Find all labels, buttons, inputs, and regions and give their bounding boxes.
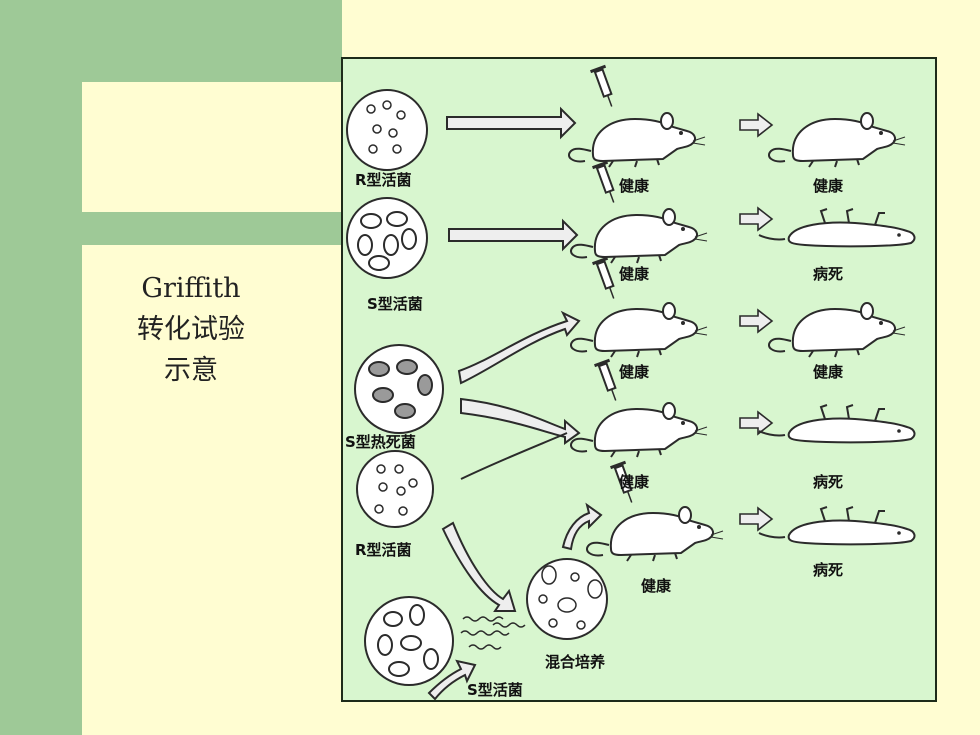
dish-r-live-1 — [346, 89, 428, 171]
title-line-1: Griffith — [141, 273, 241, 304]
experiment-diagram: R型活菌 健康 健康 S型活菌 健康 病死 健康 健康 S型热死菌 健康 病死 … — [341, 57, 937, 702]
top-accent-band — [82, 0, 342, 82]
title-line-3: 示意 — [164, 355, 218, 386]
dish-r-live-2 — [356, 450, 434, 528]
label-row4-injected: 健康 — [619, 473, 650, 491]
dish-s-heat-killed — [354, 344, 444, 434]
rounded-title-block — [82, 82, 342, 212]
dish-s-live-1 — [346, 197, 428, 279]
label-s-live-1: S型活菌 — [367, 295, 423, 313]
label-row1-outcome: 健康 — [813, 177, 844, 195]
dish-mix-culture — [526, 558, 608, 640]
label-s-live-2: S型活菌 — [467, 681, 523, 699]
label-s-heat-killed: S型热死菌 — [345, 433, 416, 451]
label-row5-outcome: 病死 — [813, 561, 844, 579]
label-row2-injected: 健康 — [619, 265, 650, 283]
label-mix-culture: 混合培养 — [545, 653, 606, 671]
dish-s-live-2 — [364, 596, 454, 686]
title-line-2: 转化试验 — [137, 314, 245, 345]
label-row4-outcome: 病死 — [813, 473, 844, 491]
label-r-live-2: R型活菌 — [355, 541, 412, 559]
diagram-illustration — [346, 64, 916, 700]
label-row1-injected: 健康 — [619, 177, 650, 195]
label-row2-outcome: 病死 — [813, 265, 844, 283]
slide-title: Griffith 转化试验 示意 — [96, 268, 286, 391]
left-accent-band — [0, 0, 82, 735]
label-row5-injected: 健康 — [641, 577, 672, 595]
label-row3-outcome: 健康 — [813, 363, 844, 381]
label-r-live-1: R型活菌 — [355, 171, 412, 189]
label-row3-injected: 健康 — [619, 363, 650, 381]
middle-accent-band — [82, 212, 342, 245]
